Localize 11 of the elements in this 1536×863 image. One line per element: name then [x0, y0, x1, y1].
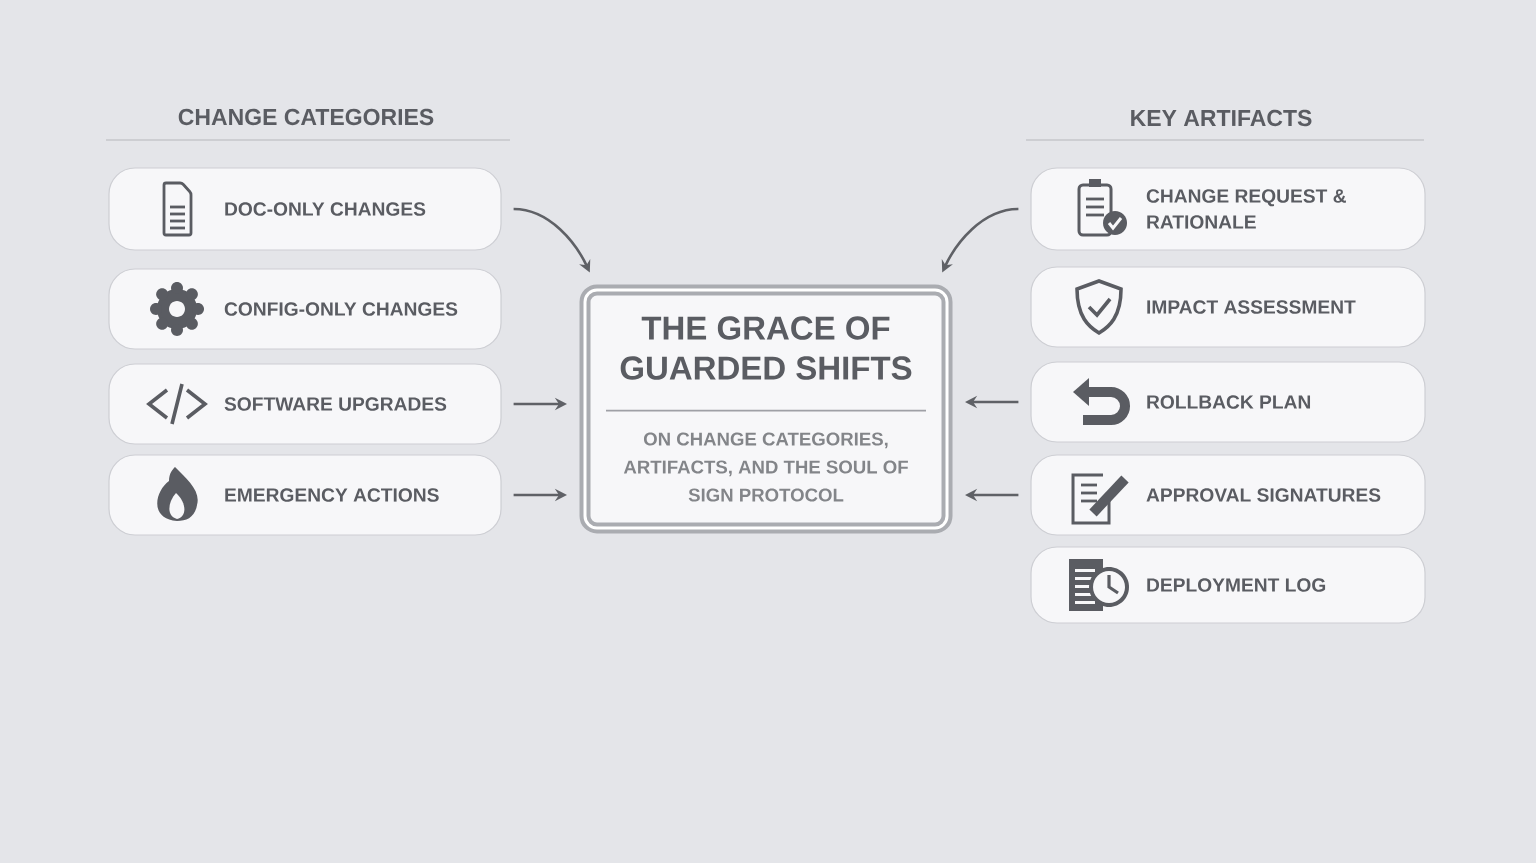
category-card: CONFIG-ONLY CHANGES	[108, 268, 502, 350]
section-heading: KEY ARTIFACTS	[1131, 109, 1312, 127]
category-card: SOFTWARE UPGRADES	[108, 363, 502, 445]
category-card: ROLLBACK PLAN	[1030, 361, 1426, 443]
title-box: THE GRACE OF GUARDED SHIFTS ON CHANGE CATEGORIES, ARTIFACTS, AND THE SOUL OF SIGN PROTOCOL	[579, 284, 953, 534]
section-heading: CHANGE CATEGORIES	[178, 108, 434, 126]
category-card: EMERGENCY ACTIONS	[108, 454, 502, 536]
category-card: DOC-ONLY CHANGES	[108, 167, 502, 251]
category-card: APPROVAL SIGNATURES	[1030, 454, 1426, 536]
category-card: CHANGE REQUEST & RATIONALE	[1030, 167, 1426, 251]
category-card: IMPACT ASSESSMENT	[1030, 266, 1426, 348]
